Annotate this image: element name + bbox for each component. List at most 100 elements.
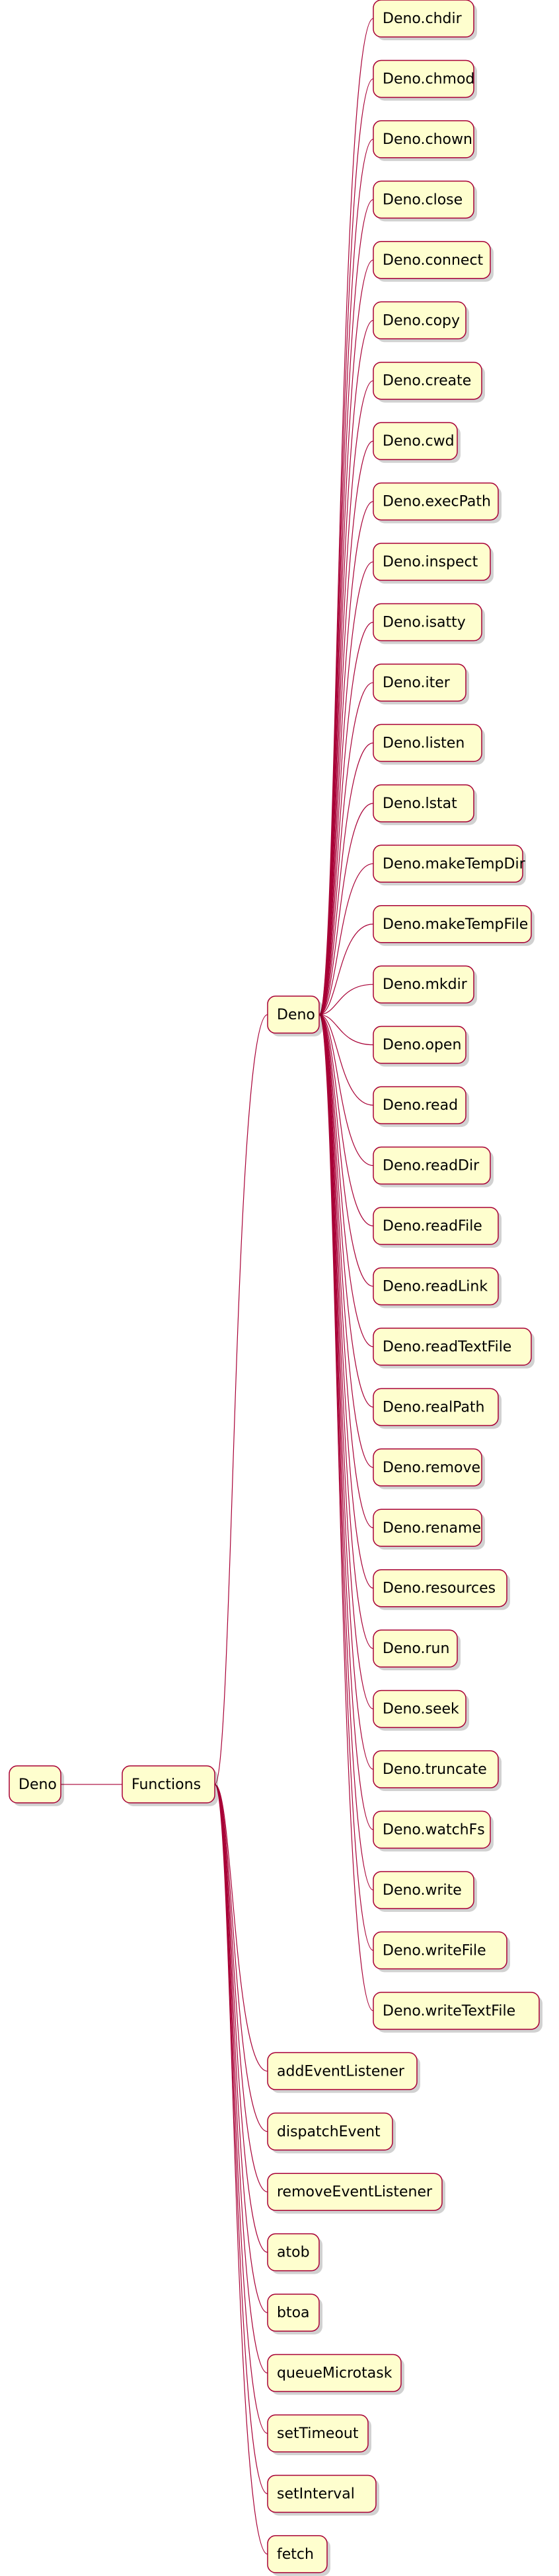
node-label: removeEventListener <box>277 2184 433 2200</box>
node-box <box>373 1508 482 1547</box>
edge-functions-to-dispatchevent <box>214 1784 268 2132</box>
node-setinterval-d2: setInterval <box>267 2474 379 2516</box>
edge-functions-to-removeeventlistener <box>214 1784 268 2192</box>
node-deno-readtextfile-d3: Deno.readTextFile <box>373 1328 535 1369</box>
node-label: Deno <box>277 1007 315 1023</box>
node-box <box>373 1810 491 1849</box>
node-box <box>373 59 474 98</box>
node-label: Deno.inspect <box>383 554 478 570</box>
node-deno-mkdir-d3: Deno.mkdir <box>373 965 477 1007</box>
node-box <box>373 361 482 400</box>
node-box <box>373 965 474 1003</box>
node-deno-chmod-d3: Deno.chmod <box>373 59 477 101</box>
node-box <box>373 1388 499 1427</box>
node-label: Deno.read <box>383 1097 458 1114</box>
node-box <box>373 1871 474 1909</box>
node-label: Deno.close <box>383 191 463 208</box>
node-btoa-d2: btoa <box>267 2293 322 2335</box>
node-box <box>373 120 474 158</box>
edge-deno-to-deno-remove <box>318 1014 374 1468</box>
node-label: Deno.makeTempFile <box>383 916 528 933</box>
node-box <box>9 1765 61 1804</box>
node-label: Deno.readDir <box>383 1158 480 1174</box>
node-label: Deno.realPath <box>383 1399 485 1415</box>
edge-deno-to-deno-maketempfile <box>318 924 374 1015</box>
node-deno-maketempfile-d3: Deno.makeTempFile <box>373 905 535 946</box>
node-box <box>373 663 466 702</box>
node-deno-write-d3: Deno.write <box>373 1871 477 1912</box>
node-label: Deno.writeTextFile <box>383 2003 515 2019</box>
node-box <box>373 1569 507 1608</box>
edge-deno-to-deno-writetextfile <box>318 1014 374 2012</box>
edge-functions-to-deno <box>214 1014 268 1785</box>
edge-deno-to-deno-readfile <box>318 1014 374 1227</box>
node-box <box>373 543 491 581</box>
node-box <box>122 1765 215 1804</box>
node-box <box>373 844 523 883</box>
node-label: Deno <box>19 1777 57 1793</box>
node-deno-execpath-d3: Deno.execPath <box>373 482 502 524</box>
node-label: atob <box>277 2245 310 2261</box>
node-box <box>267 2293 320 2332</box>
node-label: Deno.mkdir <box>383 976 468 993</box>
node-label: Deno.makeTempDir <box>383 856 526 872</box>
mindmap-edges <box>61 18 374 2555</box>
node-label: Deno.readLink <box>383 1278 488 1295</box>
node-deno-d0: Deno <box>9 1765 64 1806</box>
node-deno-resources-d3: Deno.resources <box>373 1569 510 1610</box>
node-box <box>267 2052 418 2091</box>
node-box <box>373 724 482 763</box>
edge-deno-to-deno-open <box>318 1014 374 1046</box>
node-label: Deno.readFile <box>383 1218 482 1235</box>
node-deno-readdir-d3: Deno.readDir <box>373 1146 494 1188</box>
node-deno-chown-d3: Deno.chown <box>373 120 477 161</box>
node-box <box>373 180 474 219</box>
node-box <box>267 2233 320 2272</box>
edge-deno-to-deno-mkdir <box>318 984 374 1015</box>
edge-deno-to-deno-readlink <box>318 1014 374 1287</box>
node-deno-readlink-d3: Deno.readLink <box>373 1267 502 1308</box>
node-label: Deno.chdir <box>383 11 463 27</box>
node-deno-connect-d3: Deno.connect <box>373 241 494 282</box>
node-box <box>373 1931 507 1970</box>
node-box <box>267 2113 393 2151</box>
node-box <box>267 2414 369 2453</box>
node-deno-close-d3: Deno.close <box>373 180 477 222</box>
node-deno-cwd-d3: Deno.cwd <box>373 422 461 463</box>
node-dispatchevent-d2: dispatchEvent <box>267 2113 396 2153</box>
node-box <box>373 784 474 823</box>
node-box <box>373 603 482 642</box>
edge-deno-to-deno-read <box>318 1014 374 1106</box>
node-atob-d2: atob <box>267 2233 322 2274</box>
node-deno-remove-d3: Deno.remove <box>373 1448 485 1489</box>
node-label: setTimeout <box>277 2425 359 2442</box>
node-deno-inspect-d3: Deno.inspect <box>373 543 494 584</box>
node-box <box>373 1992 540 2030</box>
node-label: Functions <box>131 1777 201 1793</box>
node-deno-copy-d3: Deno.copy <box>373 301 469 343</box>
node-box <box>267 2173 443 2211</box>
edge-deno-to-deno-cwd <box>318 440 374 1015</box>
node-label: Deno.open <box>383 1037 461 1054</box>
node-deno-lstat-d3: Deno.lstat <box>373 784 477 825</box>
node-box <box>267 2535 328 2573</box>
node-label: Deno.writeFile <box>383 1942 486 1959</box>
node-label: Deno.listen <box>383 735 465 751</box>
node-box <box>267 2474 377 2513</box>
node-label: setInterval <box>277 2486 355 2502</box>
node-settimeout-d2: setTimeout <box>267 2414 371 2455</box>
node-box <box>373 1086 466 1124</box>
edge-deno-to-deno-readtextfile <box>318 1014 374 1347</box>
node-deno-writefile-d3: Deno.writeFile <box>373 1931 510 1973</box>
node-box <box>373 241 491 279</box>
edge-deno-to-deno-lstat <box>318 803 374 1015</box>
node-box <box>373 301 466 339</box>
edge-deno-to-deno-chdir <box>318 18 374 1015</box>
node-label: Deno.seek <box>383 1701 459 1718</box>
node-deno-watchfs-d3: Deno.watchFs <box>373 1810 494 1852</box>
node-label: Deno.cwd <box>383 433 455 450</box>
node-deno-run-d3: Deno.run <box>373 1629 461 1671</box>
node-queuemicrotask-d2: queueMicrotask <box>267 2354 404 2395</box>
